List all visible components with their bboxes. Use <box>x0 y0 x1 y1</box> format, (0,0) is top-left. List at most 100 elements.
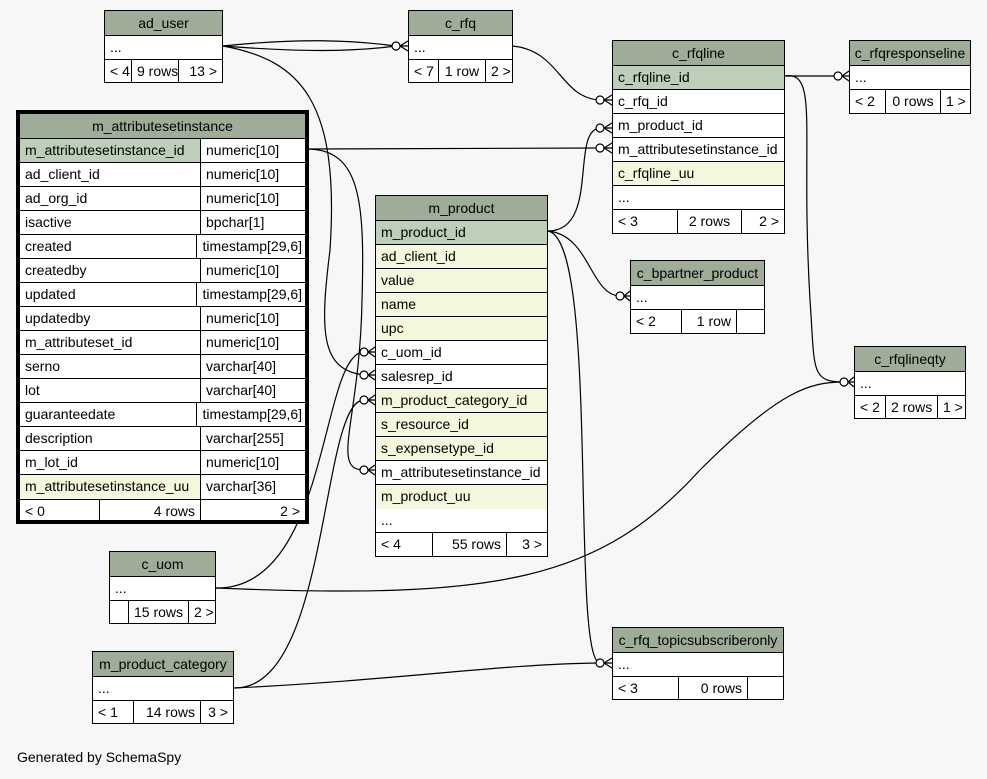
table-header[interactable]: c_rfq <box>409 11 512 36</box>
ellipsis-cell: ... <box>381 512 393 528</box>
parents-link[interactable] <box>110 601 128 623</box>
table-footer: 15 rows 2 > <box>110 601 215 623</box>
column-type: timestamp[29,6] <box>196 235 305 258</box>
children-link[interactable]: 2 > <box>741 210 784 233</box>
column-type: bpchar[1] <box>200 211 305 234</box>
table-header[interactable]: m_product <box>376 196 547 221</box>
table-c_uom: c_uom ... 15 rows 2 > <box>109 551 216 624</box>
children-link[interactable]: 2 > <box>200 500 305 520</box>
column-m_attributesetinstance_id: m_attributesetinstance_id <box>613 138 784 162</box>
optional-circle-marker <box>359 465 369 475</box>
children-link[interactable]: 3 > <box>506 533 547 556</box>
table-header[interactable]: c_rfqline <box>613 41 784 66</box>
parents-link[interactable]: < 4 <box>381 536 401 552</box>
column-name: c_uom_id <box>381 344 442 360</box>
column-type: varchar[255] <box>200 427 305 450</box>
column-type: numeric[10] <box>200 163 305 186</box>
optional-circle-marker <box>359 370 369 380</box>
column-s_resource_id: s_resource_id <box>376 413 547 437</box>
column-name: created <box>25 238 72 254</box>
column-name: m_attributesetinstance_uu <box>25 478 190 494</box>
crows-foot-marker <box>399 40 409 52</box>
row-count: 14 rows <box>133 701 200 723</box>
column-row: ... <box>409 36 512 60</box>
children-link[interactable]: 13 > <box>178 60 222 82</box>
children-link[interactable] <box>736 310 764 333</box>
column-row: ... <box>110 577 215 601</box>
column-name: s_expensetype_id <box>381 440 494 456</box>
children-link[interactable]: 1 > <box>937 396 965 418</box>
parents-link[interactable]: < 3 <box>618 680 638 696</box>
table-footer: < 2 2 rows 1 > <box>855 396 965 418</box>
column-name: ad_client_id <box>381 248 456 264</box>
parents-link[interactable]: < 1 <box>98 704 118 720</box>
ellipsis-cell: ... <box>618 656 630 672</box>
column-name: createdby <box>25 262 87 278</box>
generated-by-credit: Generated by SchemaSpy <box>17 749 182 765</box>
parents-link[interactable]: < 2 <box>636 313 656 329</box>
rel-m_product-c_bpartner_product <box>547 230 621 297</box>
table-header[interactable]: c_rfqresponseline <box>850 41 970 66</box>
table-m_product_category: m_product_category ... < 1 14 rows 3 > <box>92 651 234 724</box>
table-header[interactable]: c_rfqlineqty <box>855 347 965 372</box>
table-header[interactable]: ad_user <box>105 11 222 36</box>
rel-asi-c_rfqline <box>307 147 601 150</box>
optional-circle-marker <box>595 123 605 133</box>
rel-m_product-c_rfqline <box>547 127 601 232</box>
children-link[interactable]: 3 > <box>200 701 233 723</box>
rel-m_product-c_rfq_topicsubscriberonly <box>547 230 601 664</box>
row-count: 2 rows <box>677 210 741 233</box>
optional-circle-marker <box>595 95 605 105</box>
column-name: m_attributesetinstance_id <box>25 142 185 158</box>
column-type: timestamp[29,6] <box>196 403 305 426</box>
table-header[interactable]: c_rfq_topicsubscriberonly <box>613 628 783 653</box>
children-link[interactable]: 1 > <box>940 90 970 113</box>
column-type: numeric[10] <box>200 307 305 330</box>
rel-c_rfq-c_rfqline <box>511 45 601 101</box>
table-c_rfqlineqty: c_rfqlineqty ... < 2 2 rows 1 > <box>854 346 966 419</box>
optional-circle-marker <box>359 347 369 357</box>
table-header[interactable]: m_attributesetinstance <box>20 114 305 139</box>
parents-link[interactable]: < 7 <box>414 63 434 79</box>
crows-foot-marker <box>603 94 613 106</box>
row-count: 1 row <box>681 310 736 333</box>
table-c_rfqline: c_rfqline c_rfqline_id c_rfq_id m_produc… <box>612 40 785 234</box>
table-m_attributesetinstance: m_attributesetinstance m_attributesetins… <box>16 110 309 524</box>
rel-ad_user-c_rfq-2 <box>222 45 397 52</box>
parents-link[interactable]: < 0 <box>25 503 45 519</box>
parents-link[interactable]: < 2 <box>860 399 880 415</box>
ellipsis-cell: ... <box>414 39 426 55</box>
column-row: ... <box>613 186 784 210</box>
table-footer: < 3 2 rows 2 > <box>613 210 784 233</box>
crows-foot-marker <box>367 369 376 381</box>
table-header[interactable]: c_bpartner_product <box>631 261 764 286</box>
children-link[interactable]: 2 > <box>485 60 512 82</box>
table-header[interactable]: m_product_category <box>93 652 233 677</box>
column-name: m_product_uu <box>381 488 471 504</box>
optional-circle-marker <box>839 377 849 387</box>
parents-link[interactable]: < 2 <box>855 93 875 109</box>
parents-link[interactable]: < 3 <box>618 213 638 229</box>
column-upc: upc <box>376 317 547 341</box>
table-header[interactable]: c_uom <box>110 552 215 577</box>
children-link[interactable]: 2 > <box>188 601 215 623</box>
row-count: 9 rows <box>131 60 178 82</box>
column-row: ... <box>850 66 970 90</box>
ellipsis-cell: ... <box>855 69 867 85</box>
column-name: salesrep_id <box>381 368 453 384</box>
children-link[interactable] <box>747 677 783 699</box>
column-type: varchar[40] <box>200 355 305 378</box>
optional-circle-marker <box>595 143 605 153</box>
parents-link[interactable]: < 4 <box>110 63 130 79</box>
column-value: value <box>376 269 547 293</box>
column-m_product_category_id: m_product_category_id <box>376 389 547 413</box>
column-type: numeric[10] <box>200 139 305 162</box>
